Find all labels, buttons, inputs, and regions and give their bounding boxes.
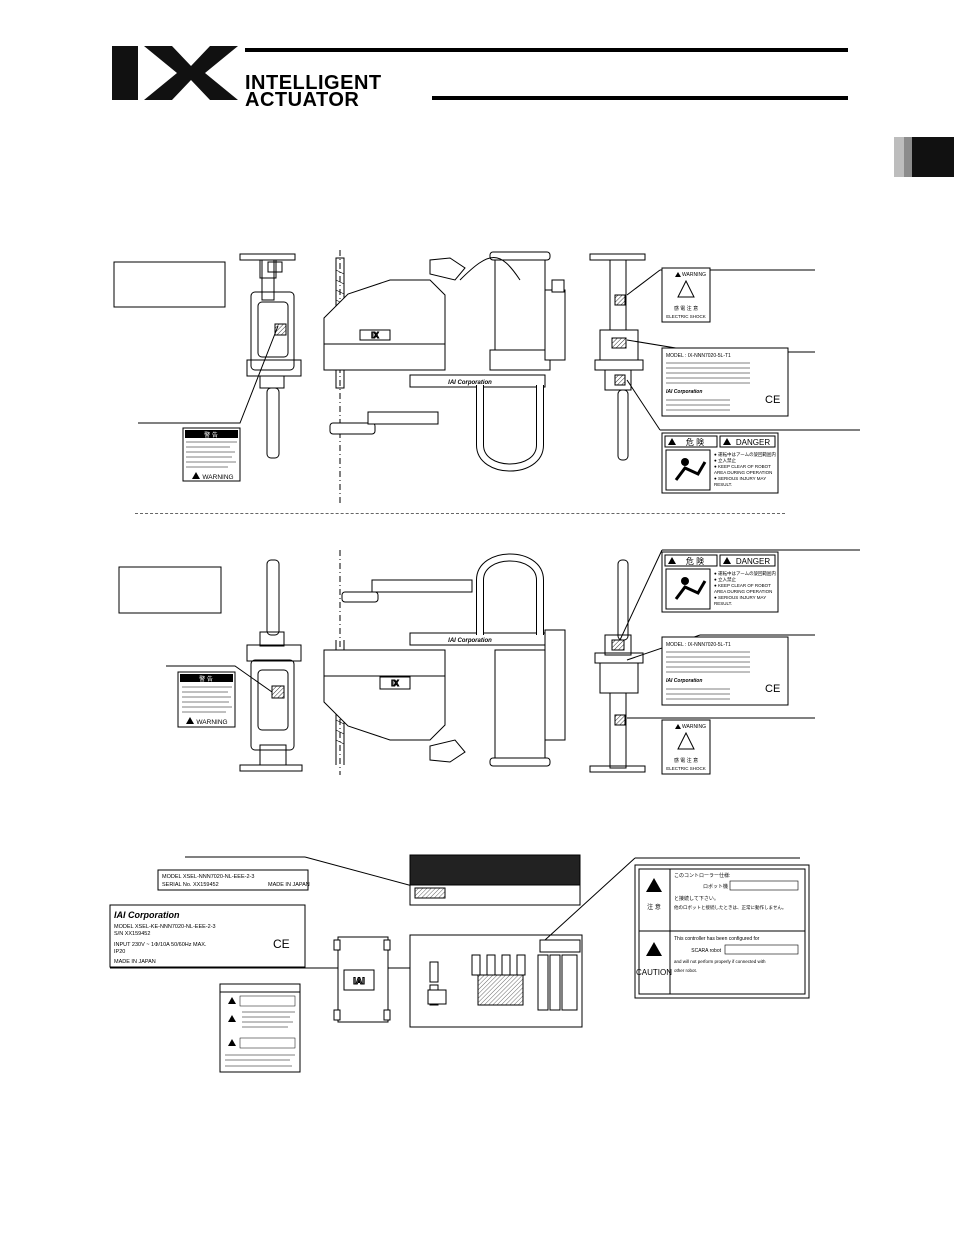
brand-line-2: ACTUATOR [245,89,360,111]
brand-line-1: INTELLIGENT [245,72,382,94]
svg-text:CE: CE [765,683,780,695]
robot-drawing-lower: 警 告 WARNING IX IAI Corporation [118,549,860,775]
svg-text:警 告: 警 告 [204,431,218,439]
svg-text:and will not perform properly: and will not perform properly if connect… [674,959,766,964]
svg-text:ELECTRIC SHOCK: ELECTRIC SHOCK [666,314,706,319]
svg-text:This controller has been confi: This controller has been configured for [674,936,760,942]
svg-text:other robot.: other robot. [674,968,697,973]
side-view-right [589,253,646,461]
svg-text:IAI Corporation: IAI Corporation [448,380,492,386]
svg-text:MODEL XSEL-NNN7020-NL-EEE-2-: MODEL XSEL-NNN7020-NL-EEE-2-3 [162,874,254,880]
svg-text:● 立入禁止: ● 立入禁止 [714,576,736,582]
model-plate-upper: MODEL : IX-NNN7020-5L-T1 IAI Corporation… [661,347,789,417]
svg-text:DANGER: DANGER [736,557,770,566]
controller-top-view [409,854,581,906]
controller-front-view [409,934,583,1028]
svg-text:● 運転中はアームの旋回範囲内: ● 運転中はアームの旋回範囲内 [714,451,777,458]
svg-text:感 電 注 意: 感 電 注 意 [674,305,698,312]
svg-text:CAUTION: CAUTION [636,968,672,977]
callout-box-upper [113,261,226,308]
svg-text:警 告: 警 告 [199,675,213,683]
robot-arm-lower: IX [323,649,466,763]
svg-text:AREA DURING OPERATION: AREA DURING OPERATION [714,589,772,594]
brand-name: INTELLIGENT ACTUATOR [245,72,382,111]
svg-text:WARNING: WARNING [682,272,706,278]
svg-text:MODEL XSEL-KE-NNN7020-NL-EEE: MODEL XSEL-KE-NNN7020-NL-EEE-2-3 [114,924,216,930]
svg-text:ロボット機: ロボット機 [703,883,728,890]
svg-text:SCARA robot: SCARA robot [691,948,721,954]
svg-text:IP20: IP20 [114,949,125,955]
danger-label-upper: 危 険 DANGER ● 運転中はアームの旋回範囲内 ● 立入禁止 ● KEEP… [661,432,779,494]
svg-text:CE: CE [273,937,290,951]
controller-side-view: IAI [333,936,391,1023]
serial-label: MODEL XSEL-NNN7020-NL-EEE-2-3 SERIAL No.… [157,869,310,891]
robot-drawing-upper: 警 告 WARNING IX IAI Corporation [113,250,860,505]
warning-label-lower: 警 告 WARNING [177,671,236,728]
svg-text:AREA DURING OPERATION: AREA DURING OPERATION [714,470,772,475]
svg-text:IAI Corporation: IAI Corporation [666,678,702,684]
svg-text:DANGER: DANGER [736,438,770,447]
svg-text:INPUT 230V ~ 1Φ/10A 50/60Hz: INPUT 230V ~ 1Φ/10A 50/60Hz MAX. [114,942,207,948]
svg-text:● 立入禁止: ● 立入禁止 [714,457,736,463]
svg-text:● KEEP CLEAR OF ROBOT: ● KEEP CLEAR OF ROBOT [714,583,771,588]
svg-text:● KEEP CLEAR OF ROBOT: ● KEEP CLEAR OF ROBOT [714,464,771,469]
controller-drawing: MODEL XSEL-NNN7020-NL-EEE-2-3 SERIAL No.… [109,854,810,1073]
svg-text:IX: IX [391,679,399,688]
caution-label: 注 意 CAUTION このコントローラー仕様: ロボット機 と接続して下さい。… [634,864,810,999]
svg-text:危 険: 危 険 [686,437,704,447]
header-rule-bottom [432,96,848,100]
model-plate-small [329,411,439,435]
svg-text:IAI Corporation: IAI Corporation [666,389,702,395]
svg-text:● 運転中はアームの旋回範囲内: ● 運転中はアームの旋回範囲内 [714,570,777,577]
shock-label-upper: WARNING 感 電 注 意 ELECTRIC SHOCK [661,267,711,323]
svg-text:IAI: IAI [353,976,365,986]
chapter-tab [894,137,954,177]
svg-text:WARNING: WARNING [202,474,233,481]
danger-label-lower: 危 険 DANGER ● 運転中はアームの旋回範囲内 ● 立入禁止 ● KEEP… [661,551,779,613]
svg-text:S/N XX159452: S/N XX159452 [114,931,150,937]
controller-warning-sticker [219,983,301,1073]
section-divider [135,513,785,514]
svg-text:IAI Corporation: IAI Corporation [448,638,492,644]
rating-plate: IAI Corporation MODEL XSEL-KE-NNN7020-NL… [109,904,306,968]
svg-text:ELECTRIC SHOCK: ELECTRIC SHOCK [666,766,706,771]
svg-text:● SERIOUS INJURY MAY: ● SERIOUS INJURY MAY [714,476,766,481]
svg-text:感 電 注 意: 感 電 注 意 [674,757,698,764]
svg-text:MODEL : IX-NNN7020-5L-T1: MODEL : IX-NNN7020-5L-T1 [666,642,731,648]
shock-label-lower: WARNING 感 電 注 意 ELECTRIC SHOCK [661,719,711,775]
svg-text:MODEL : IX-NNN7020-5L-T1: MODEL : IX-NNN7020-5L-T1 [666,353,731,359]
svg-text:RESULT.: RESULT. [714,601,732,606]
warning-label-upper: 警 告 WARNING [182,427,241,482]
robot-arm-upper: IX [323,257,466,371]
model-plate-lower: MODEL : IX-NNN7020-5L-T1 IAI Corporation… [661,636,789,706]
side-view-left [239,253,302,459]
svg-text:WARNING: WARNING [682,724,706,730]
ix-logo [112,46,238,100]
svg-text:SERIAL No. XX159452: SERIAL No. XX159452 [162,882,219,888]
model-plate-small-lower [341,579,473,603]
svg-text:IX: IX [371,331,379,340]
svg-text:● SERIOUS INJURY MAY: ● SERIOUS INJURY MAY [714,595,766,600]
callout-box-lower [118,566,222,614]
svg-text:他のロボットと接続したときは、正常に動作しません。: 他のロボットと接続したときは、正常に動作しません。 [674,904,786,911]
svg-text:MADE IN JAPAN: MADE IN JAPAN [268,882,310,888]
svg-text:このコントローラー仕様:: このコントローラー仕様: [674,872,730,879]
header-rule-top [245,48,848,52]
svg-text:MADE IN JAPAN: MADE IN JAPAN [114,959,156,965]
svg-text:IAI Corporation: IAI Corporation [114,910,180,920]
svg-text:WARNING: WARNING [196,719,227,726]
svg-text:と接続して下さい。: と接続して下さい。 [674,895,719,902]
svg-text:注 意: 注 意 [647,903,661,911]
svg-text:RESULT.: RESULT. [714,482,732,487]
svg-text:CE: CE [765,394,780,406]
svg-text:危 険: 危 険 [686,556,704,566]
